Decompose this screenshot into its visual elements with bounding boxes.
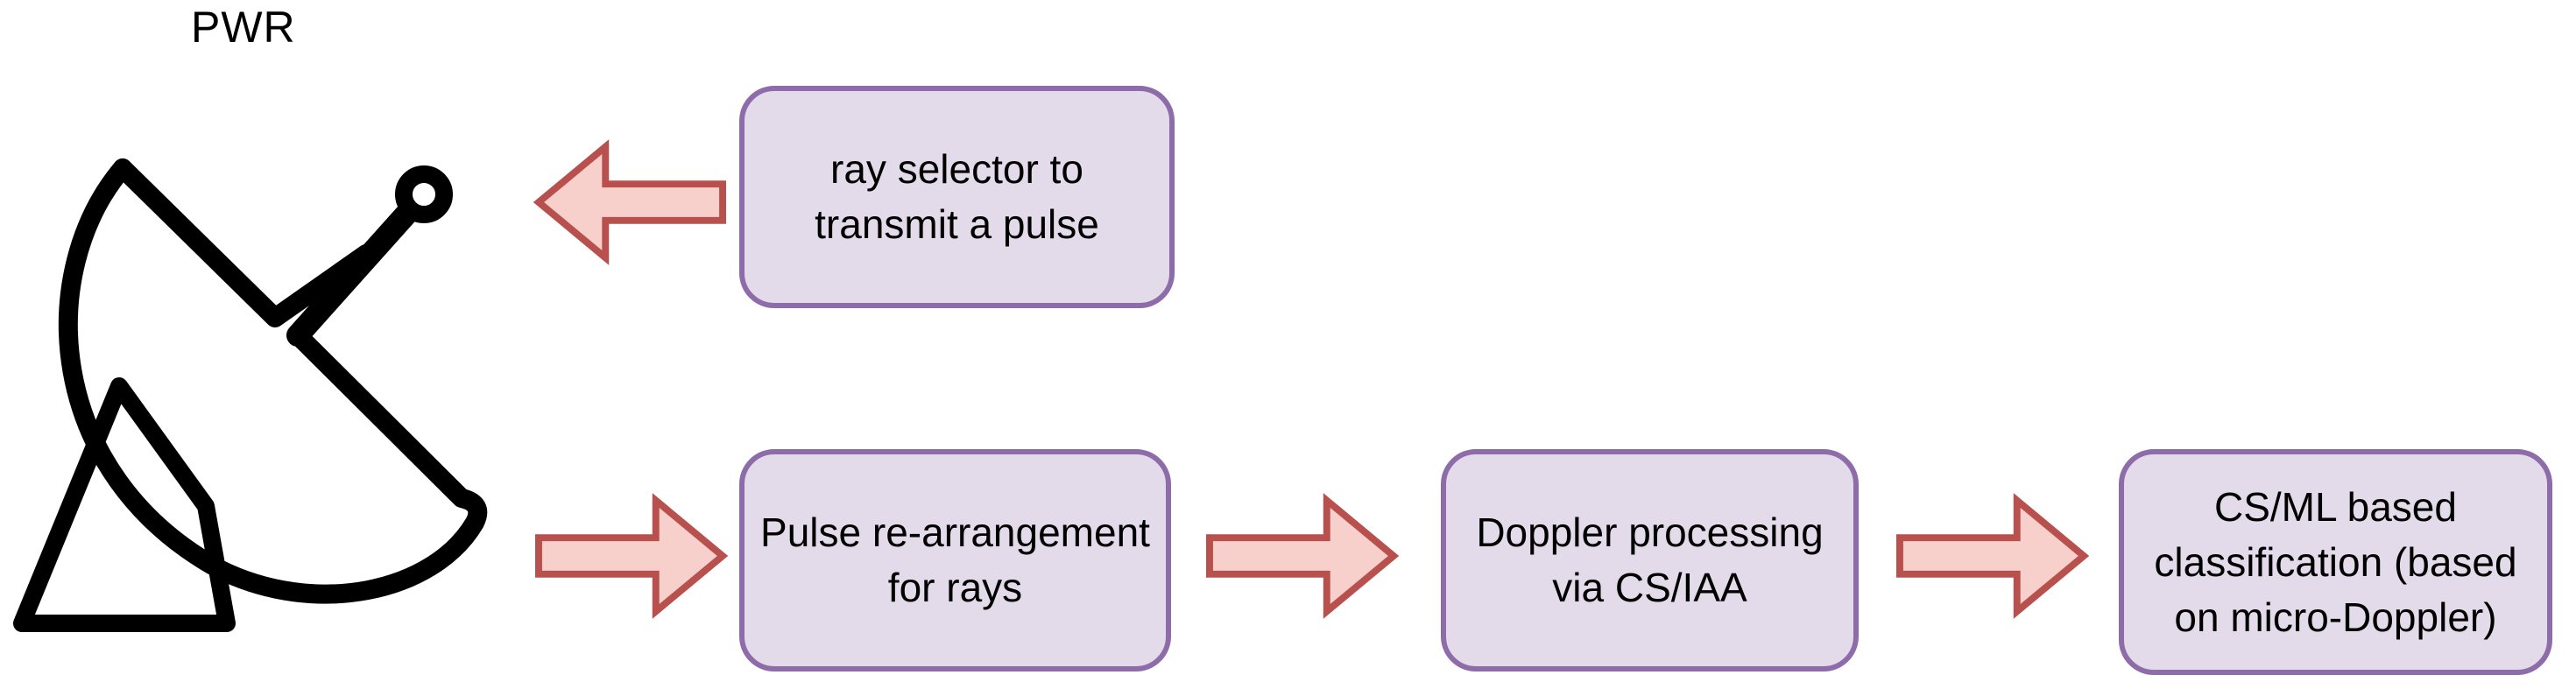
flow-node-ray-selector: ray selector to transmit a pulse bbox=[739, 86, 1175, 308]
flow-node-doppler-processing: Doppler processing via CS/IAA bbox=[1441, 449, 1859, 671]
radar-arm-shape bbox=[286, 183, 435, 347]
pwr-label: PWR bbox=[191, 3, 296, 52]
radar-dish-icon bbox=[13, 158, 488, 632]
block-arrow-right-icon bbox=[535, 493, 729, 619]
flow-node-label: Doppler processing via CS/IAA bbox=[1476, 510, 1824, 610]
radar-bowl-shape bbox=[58, 158, 488, 604]
flow-node-label: ray selector to transmit a pulse bbox=[815, 146, 1099, 247]
flow-node-classification: CS/ML based classification (based on mic… bbox=[2119, 449, 2552, 675]
radar-rim-shape bbox=[113, 158, 376, 327]
flow-node-label: Pulse re-arrangement for rays bbox=[760, 510, 1150, 610]
block-arrow-right-icon bbox=[1206, 493, 1400, 619]
block-arrow-right-icon bbox=[1896, 493, 2090, 619]
block-arrow-left-icon bbox=[533, 139, 727, 265]
radar-feed-circle bbox=[395, 165, 453, 223]
flow-node-label: CS/ML based classification (based on mic… bbox=[2154, 483, 2517, 640]
flow-node-pulse-rearrangement: Pulse re-arrangement for rays bbox=[739, 449, 1171, 671]
